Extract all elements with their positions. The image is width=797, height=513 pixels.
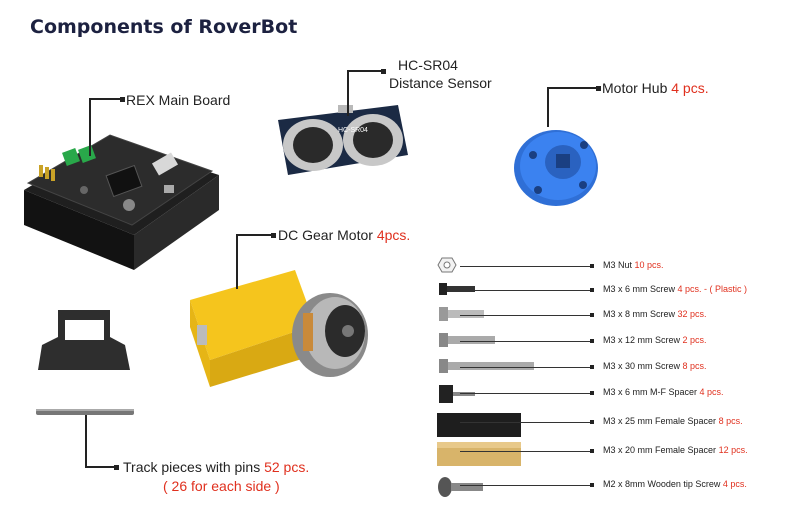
part-name: M2 x 8mm Wooden tip Screw [603,479,721,489]
part-qty: 4 pcs. - ( Plastic ) [677,284,748,294]
part-qty: 4 pcs. [722,479,747,489]
screw-icon [437,358,537,379]
part-name: M3 x 12 mm Screw [603,335,681,345]
leader-line [460,266,590,267]
leader-line [460,290,590,291]
part-name: M3 x 30 mm Screw [603,361,681,371]
gear-motor-qty: 4pcs. [376,227,411,243]
leader-line [460,422,590,423]
sensor-label-line1: HC-SR04 [398,57,458,73]
part-name: M3 Nut [603,260,633,270]
leader-line [460,341,590,342]
dc-gear-motor-image [190,270,368,387]
part-qty: 8 pcs. [682,361,707,371]
sensor-label-line2: Distance Sensor [389,75,492,91]
distance-sensor-image: HC-SR04 [278,105,408,175]
page-title: Components of RoverBot [30,16,298,38]
part-qty: 2 pcs. [682,335,707,345]
part-qty: 4 pcs. [699,387,724,397]
screw-icon [437,332,497,353]
motor-hub-label: Motor Hub 4 pcs. [602,80,709,96]
part-qty: 32 pcs. [677,309,707,319]
leader-line [460,315,590,316]
spacer-icon [437,413,523,442]
nut-icon [437,257,457,278]
track-piece-image [36,310,134,415]
gear-motor-label: DC Gear Motor 4pcs. [278,227,411,243]
spacer-icon [437,384,477,409]
screw-icon [437,281,477,302]
part-name: M3 x 6 mm Screw [603,284,676,294]
screw-icon [437,476,487,503]
leader-line [89,98,91,156]
part-label: M3 x 8 mm Screw 32 pcs. [603,309,707,319]
part-label: M3 x 6 mm Screw 4 pcs. - ( Plastic ) [603,284,747,294]
track-label: Track pieces with pins 52 pcs. [123,459,310,475]
leader-line [460,393,590,394]
motor-hub-image [514,130,598,206]
part-name: M3 x 25 mm Female Spacer [603,416,717,426]
part-label: M2 x 8mm Wooden tip Screw 4 pcs. [603,479,747,489]
part-label: M3 x 25 mm Female Spacer 8 pcs. [603,416,743,426]
leader-line [460,367,590,368]
sensor-chip-text: HC-SR04 [338,127,368,134]
part-qty: 8 pcs. [718,416,743,426]
main-board-label: REX Main Board [126,92,231,108]
part-name: M3 x 8 mm Screw [603,309,676,319]
part-label: M3 x 30 mm Screw 8 pcs. [603,361,707,371]
spacer-icon [437,442,523,471]
screw-icon [437,306,487,327]
part-qty: 10 pcs. [634,260,664,270]
part-name: M3 x 20 mm Female Spacer [603,445,717,455]
part-label: M3 x 12 mm Screw 2 pcs. [603,335,707,345]
part-name: M3 x 6 mm M-F Spacer [603,387,698,397]
part-qty: 12 pcs. [718,445,748,455]
track-note: ( 26 for each side ) [163,478,280,494]
rex-main-board-image [24,134,219,270]
leader-line [460,485,590,486]
part-label: M3 Nut 10 pcs. [603,260,664,270]
track-qty: 52 pcs. [264,459,310,475]
leader-line [460,451,590,452]
part-label: M3 x 20 mm Female Spacer 12 pcs. [603,445,748,455]
part-label: M3 x 6 mm M-F Spacer 4 pcs. [603,387,724,397]
motor-hub-qty: 4 pcs. [671,80,709,96]
